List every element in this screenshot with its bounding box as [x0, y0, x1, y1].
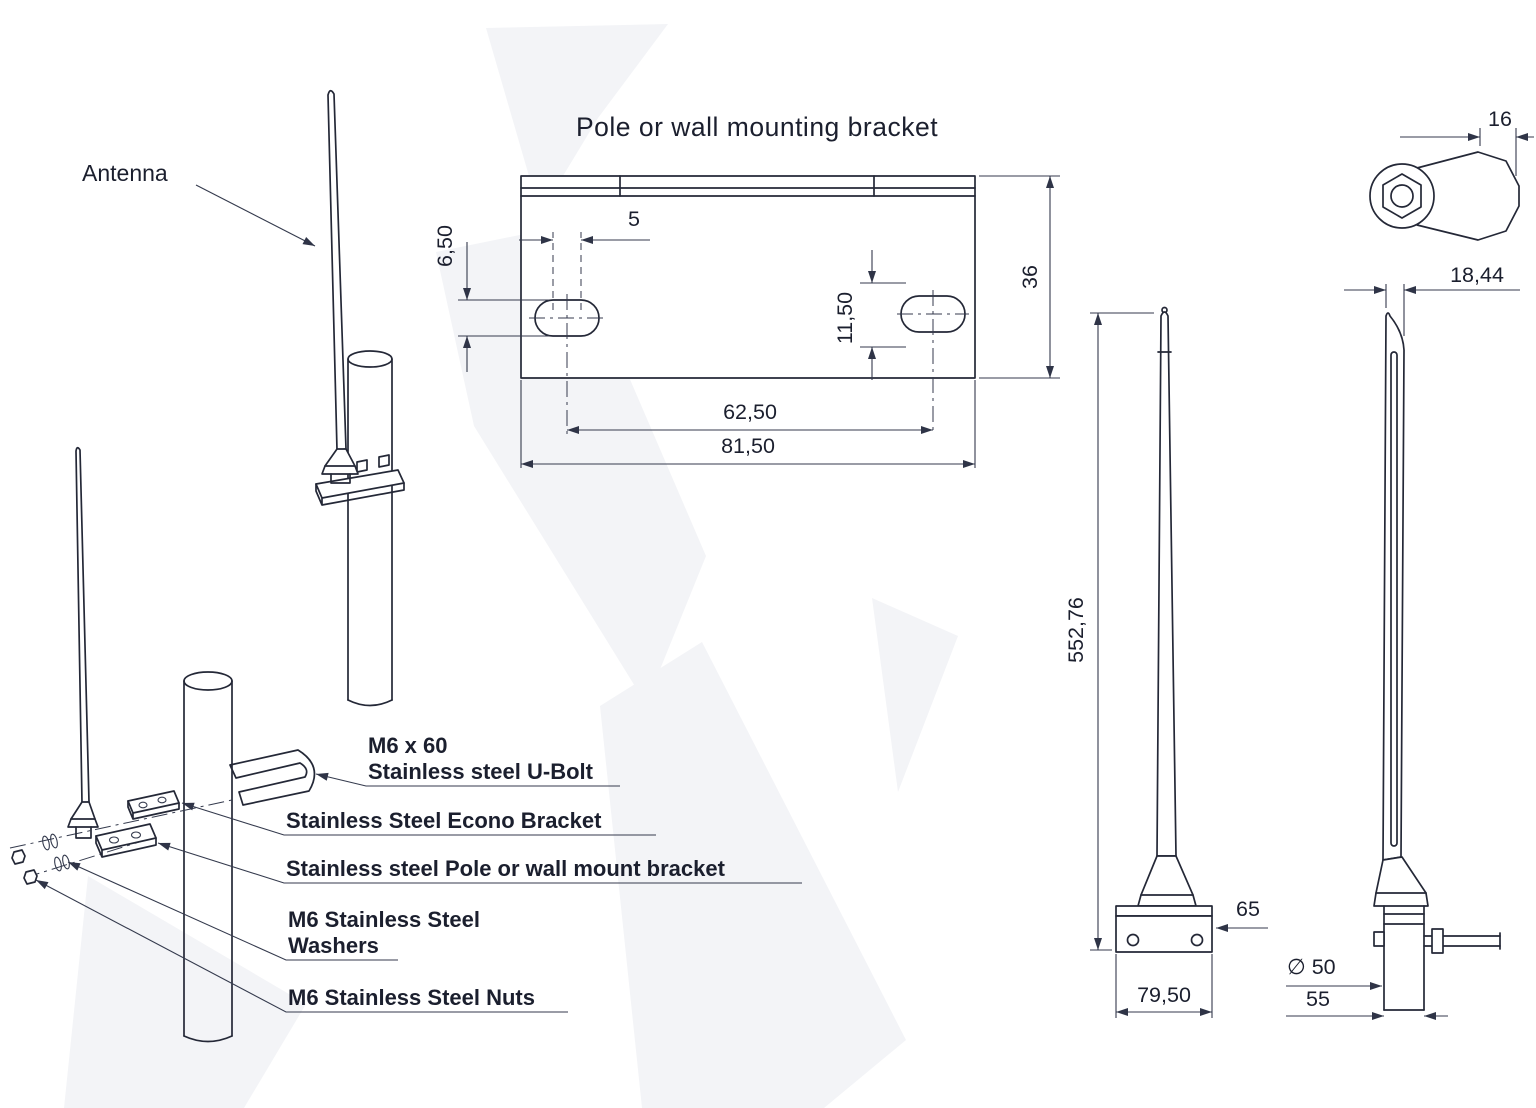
dim-overall-height: 552,76 — [1064, 597, 1088, 663]
u-bolt-nut-side — [1431, 928, 1444, 954]
antenna-blade-side — [1382, 312, 1405, 861]
dim-hole-spacing: 62,50 — [723, 400, 777, 424]
base-plate — [1115, 905, 1213, 917]
dim-slot-elongation: 5 — [628, 207, 640, 231]
econo-bracket-callout: Stainless Steel Econo Bracket — [286, 808, 602, 833]
exploded-parts-view — [9, 446, 316, 1043]
clamp-body — [1416, 151, 1520, 241]
washers-callout-line2: Washers — [288, 933, 379, 958]
u-bolt-callout-line1: M6 x 60 — [368, 733, 448, 758]
nut — [23, 869, 38, 885]
left-slot — [534, 299, 600, 337]
dim-tip-width: 18,44 — [1450, 263, 1504, 287]
antenna-rod — [327, 89, 347, 451]
bracket-plate-drawing: Pole or wall mounting bracket — [433, 112, 1060, 468]
washers-callout-line1: M6 Stainless Steel — [288, 907, 480, 932]
antenna-front-view: 552,76 65 79,50 — [1064, 306, 1268, 1018]
dim-bracket-depth-front: 65 — [1236, 897, 1260, 921]
dim-slot-width: 6,50 — [433, 225, 457, 267]
dim-bracket-width-side: 55 — [1306, 987, 1330, 1011]
nut — [11, 849, 26, 865]
econo-bracket — [127, 790, 180, 814]
dim-plate-width: 81,50 — [721, 434, 775, 458]
right-slot — [900, 295, 966, 333]
antenna-callout: Antenna — [82, 160, 168, 186]
dim-plate-height: 36 — [1018, 265, 1042, 289]
pole-wall-bracket-callout: Stainless steel Pole or wall mount brack… — [286, 856, 726, 881]
antenna-rod-exploded — [75, 446, 90, 804]
pole-top-exploded — [183, 671, 233, 691]
washers — [42, 833, 70, 872]
dim-slot-length: 11,50 — [833, 292, 857, 344]
background-watermark — [64, 24, 958, 1108]
dim-pole-diameter: ∅ 50 — [1287, 955, 1336, 979]
drawing-title: Pole or wall mounting bracket — [576, 112, 938, 142]
callout-labels: Antenna M6 x 60 Stainless steel U-Bolt S… — [35, 160, 802, 1013]
bracket-plate-outline — [520, 175, 976, 379]
pole-top — [347, 350, 393, 368]
dim-base-width: 79,50 — [1137, 983, 1191, 1007]
clamp-top-view: 16 — [1369, 107, 1534, 241]
nuts-callout: M6 Stainless Steel Nuts — [288, 985, 535, 1010]
u-bolt — [229, 749, 316, 806]
assembled-antenna-view — [315, 89, 405, 707]
antenna-side-view: 18,44 ∅ 50 55 — [1286, 263, 1520, 1020]
dim-clamp-width: 16 — [1488, 107, 1512, 131]
antenna-rod-front — [1156, 311, 1177, 857]
u-bolt-callout-line2: Stainless steel U-Bolt — [368, 759, 594, 784]
